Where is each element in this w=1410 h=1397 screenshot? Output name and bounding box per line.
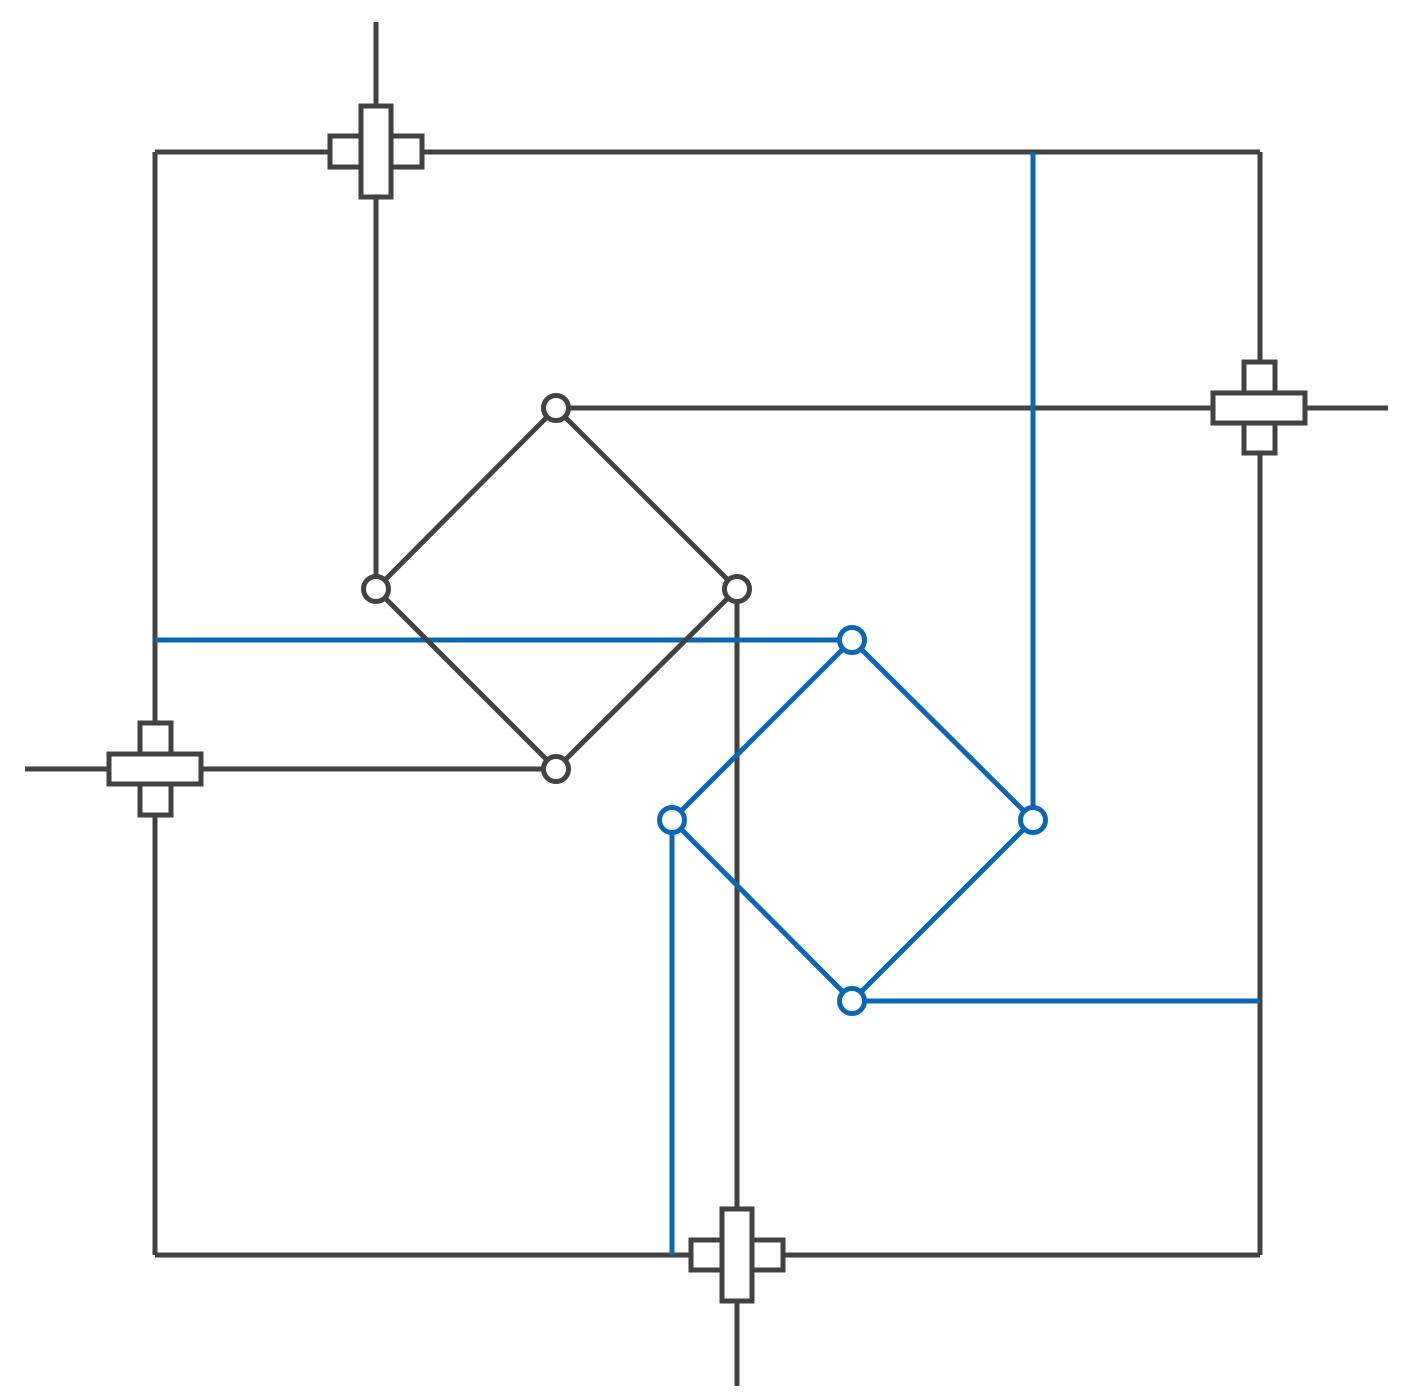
primary-node-top [541, 393, 571, 423]
connector-left-body [106, 751, 204, 787]
secondary-node-bottom [837, 986, 867, 1016]
connector-right-body [1210, 390, 1308, 426]
secondary-bridge-edge-left-top [670, 638, 854, 822]
secondary-node-top [837, 625, 867, 655]
connector-right [1210, 359, 1308, 456]
connector-top [327, 103, 425, 200]
primary-bridge-edge-right-bottom [554, 587, 739, 771]
primary-nodes [361, 393, 752, 784]
primary-bridge [374, 406, 739, 771]
connector-bottom [688, 1206, 786, 1304]
secondary-nodes [657, 625, 1048, 1016]
connector-top-body [358, 103, 394, 200]
connector-left [106, 720, 204, 818]
primary-wiring [25, 22, 1388, 1386]
outer-frame [152, 149, 1263, 1258]
primary-node-left [361, 574, 391, 604]
secondary-wiring [155, 152, 1260, 1255]
primary-bridge-edge-top-right [554, 406, 739, 591]
primary-node-right [722, 574, 752, 604]
secondary-bridge-edge-bottom-left [670, 818, 854, 1003]
secondary-bridge [670, 638, 1035, 1003]
primary-bridge-edge-left-top [374, 406, 558, 591]
secondary-bridge-edge-right-bottom [850, 818, 1035, 1003]
secondary-node-left [657, 805, 687, 835]
secondary-node-right [1018, 805, 1048, 835]
primary-bridge-edge-bottom-left [374, 587, 558, 771]
connector-bottom-body [719, 1206, 755, 1304]
secondary-bridge-edge-top-right [850, 638, 1035, 822]
primary-node-bottom [541, 754, 571, 784]
